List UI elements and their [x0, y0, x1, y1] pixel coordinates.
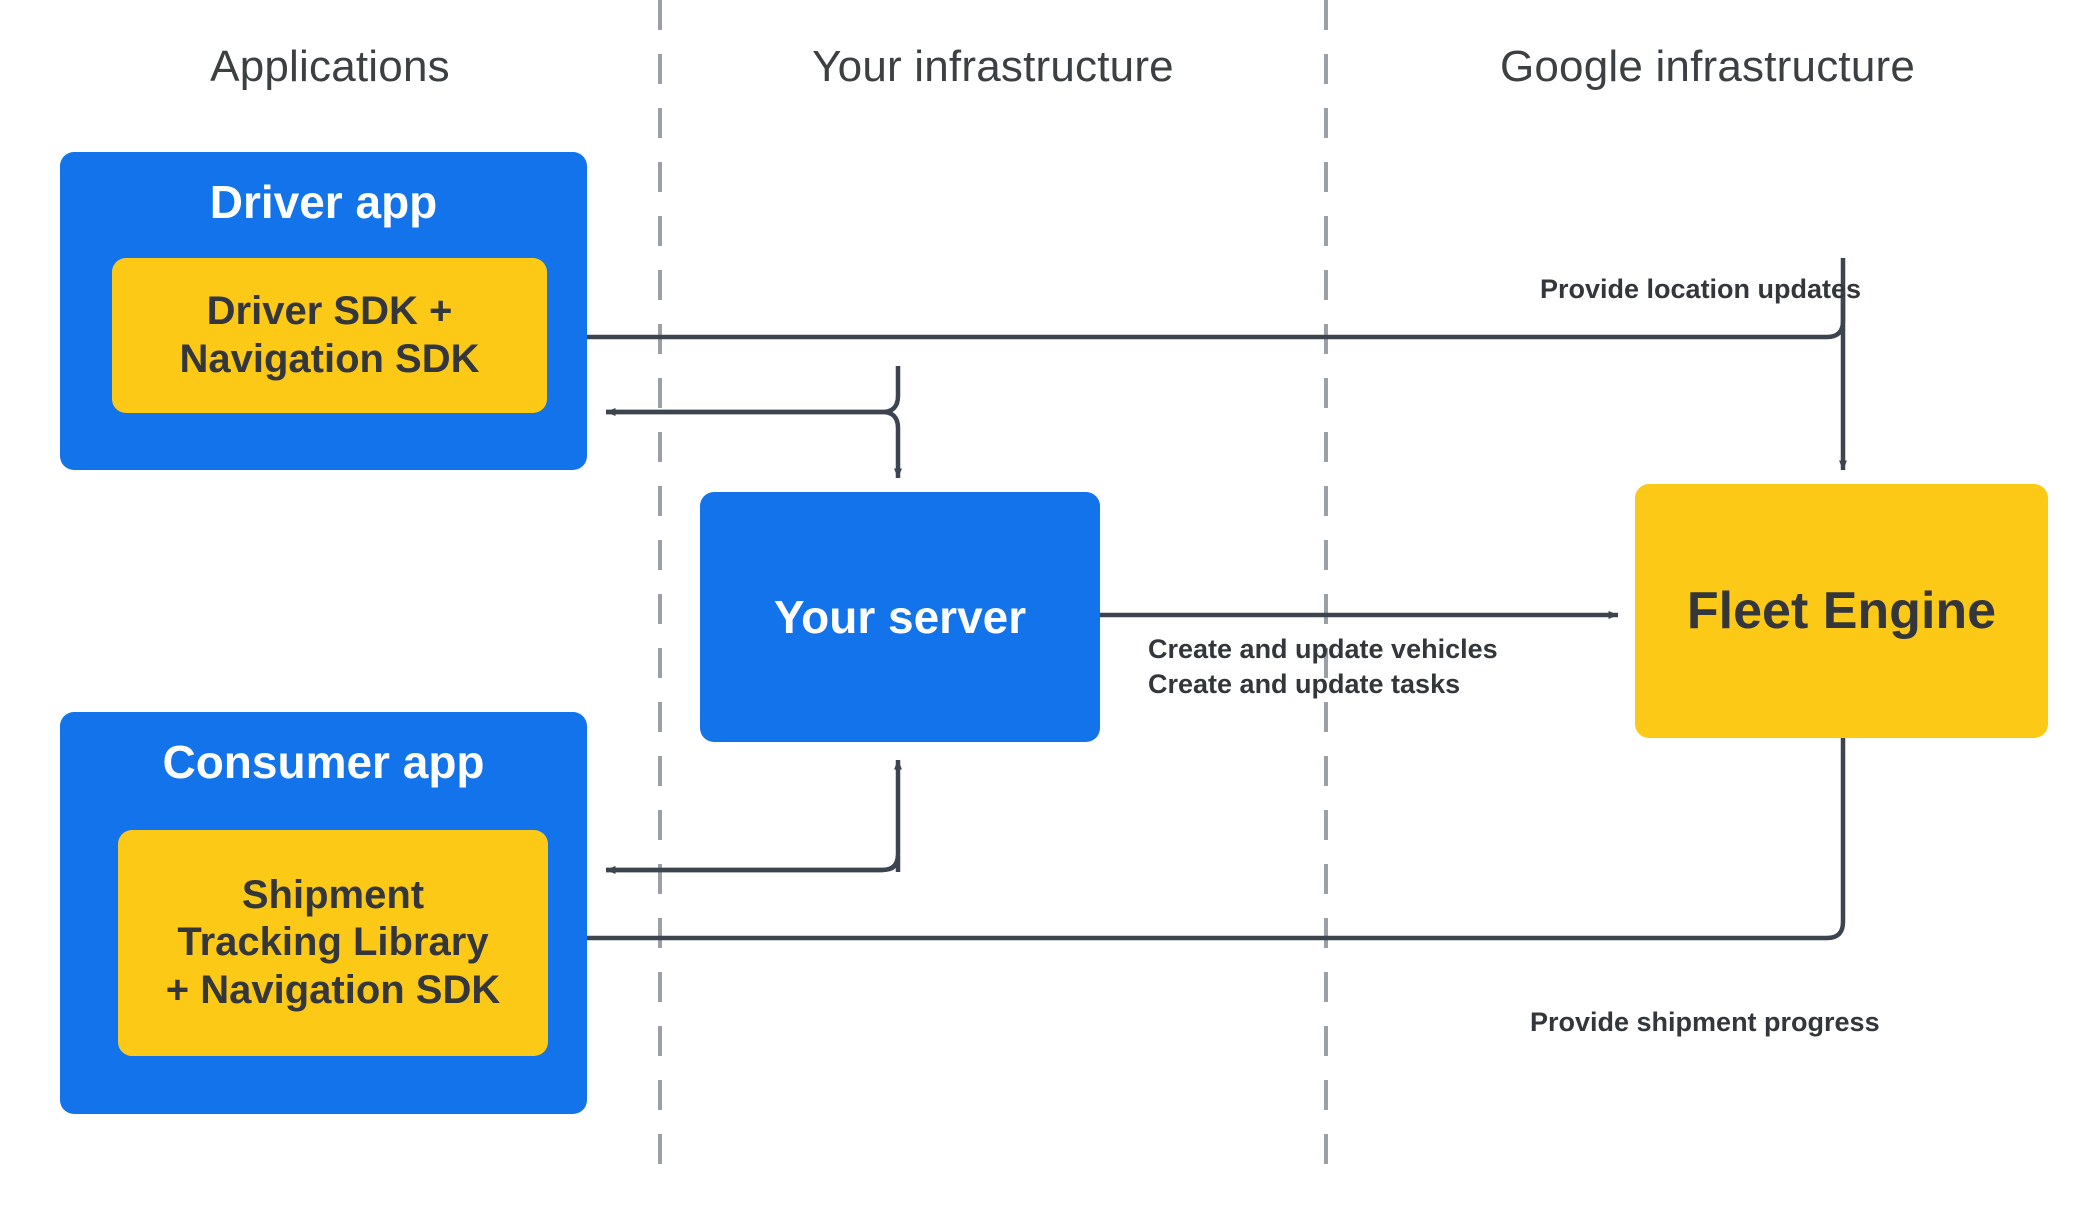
node-fleet-engine[interactable]: Fleet Engine: [1635, 484, 2048, 738]
consumer-app-title: Consumer app: [162, 736, 485, 788]
zone-title-your-infrastructure: Your infrastructure: [812, 42, 1174, 91]
node-consumer-sdk[interactable]: Shipment Tracking Library + Navigation S…: [118, 830, 548, 1056]
zone-title-google-infrastructure: Google infrastructure: [1499, 42, 1916, 91]
edge-consumer-to-server: [606, 759, 902, 873]
edge-label-create-update-line-1: Create and update vehicles: [1148, 634, 1498, 664]
edge-label-shipment-progress: Provide shipment progress: [1530, 1007, 1880, 1037]
edge-label-location-updates: Provide location updates: [1540, 274, 1862, 304]
consumer-sdk-line-2: Tracking Library: [177, 920, 489, 965]
zone-title-applications: Applications: [210, 42, 450, 91]
node-driver-sdk[interactable]: Driver SDK + Navigation SDK: [112, 258, 547, 413]
edge-shipment-progress: [564, 738, 1846, 942]
driver-app-title: Driver app: [209, 176, 438, 228]
edge-server-to-driver: [605, 366, 901, 416]
edge-label-create-update-line-2: Create and update tasks: [1148, 668, 1461, 699]
driver-sdk-line-2: Navigation SDK: [179, 336, 480, 381]
node-your-server[interactable]: Your server: [700, 492, 1100, 742]
edge-label-create-update: Create and update vehicles Create and up…: [1148, 632, 1498, 701]
driver-sdk-line-1: Driver SDK +: [206, 289, 453, 334]
consumer-sdk-line-3: + Navigation SDK: [165, 967, 501, 1012]
edge-driver-to-server: [606, 409, 902, 479]
consumer-sdk-line-1: Shipment: [241, 873, 425, 918]
